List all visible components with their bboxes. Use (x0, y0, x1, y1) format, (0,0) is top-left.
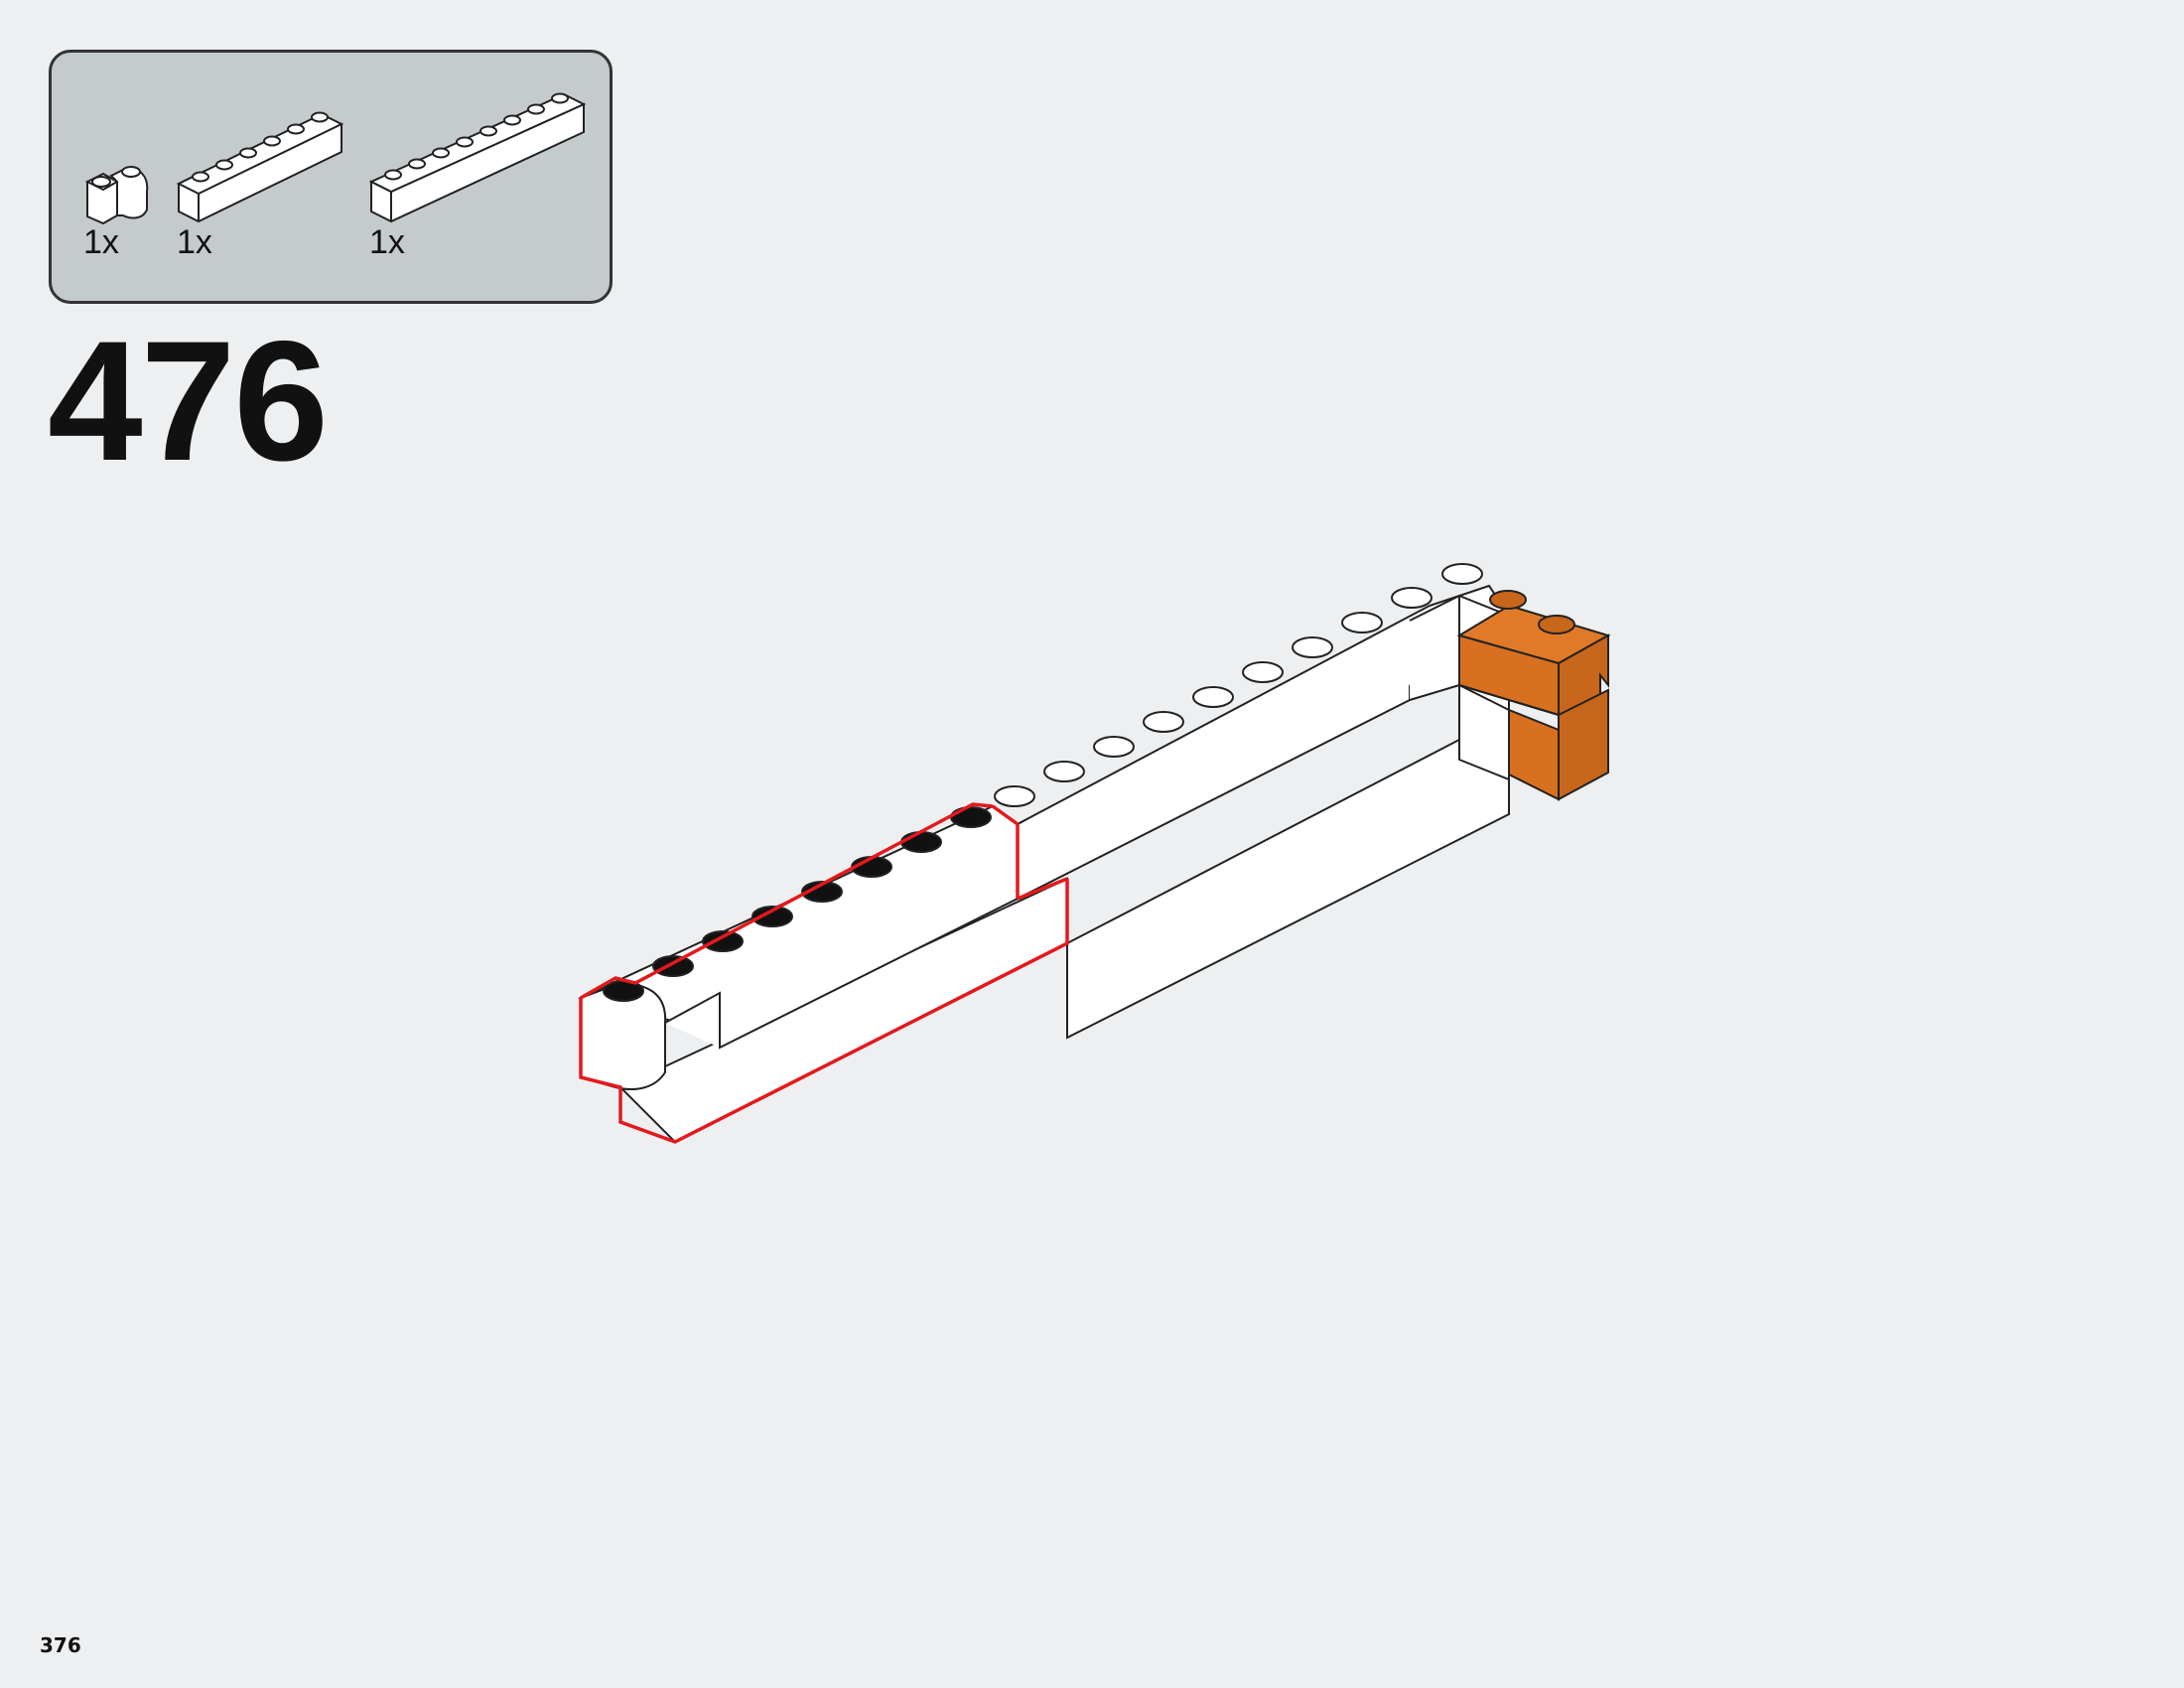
part-1-qty: 1x (83, 223, 119, 261)
part-3-qty: 1x (369, 223, 405, 261)
white-studs (994, 563, 1483, 807)
highlight-outline (579, 802, 1069, 1144)
part-1x2-rounded-brick-icon (84, 166, 149, 225)
part-1x6-brick-icon (176, 111, 344, 223)
parts-callout: 1x 1x 1x (49, 50, 613, 304)
parts-illustration (84, 92, 587, 225)
orange-brick-stack (1456, 590, 1611, 801)
step-number: 476 (48, 306, 329, 496)
lower-white-brick-row (1066, 738, 1510, 1040)
page-number: 376 (40, 1633, 81, 1657)
part-2-qty: 1x (177, 223, 212, 261)
part-1x8-brick-icon (368, 92, 587, 223)
